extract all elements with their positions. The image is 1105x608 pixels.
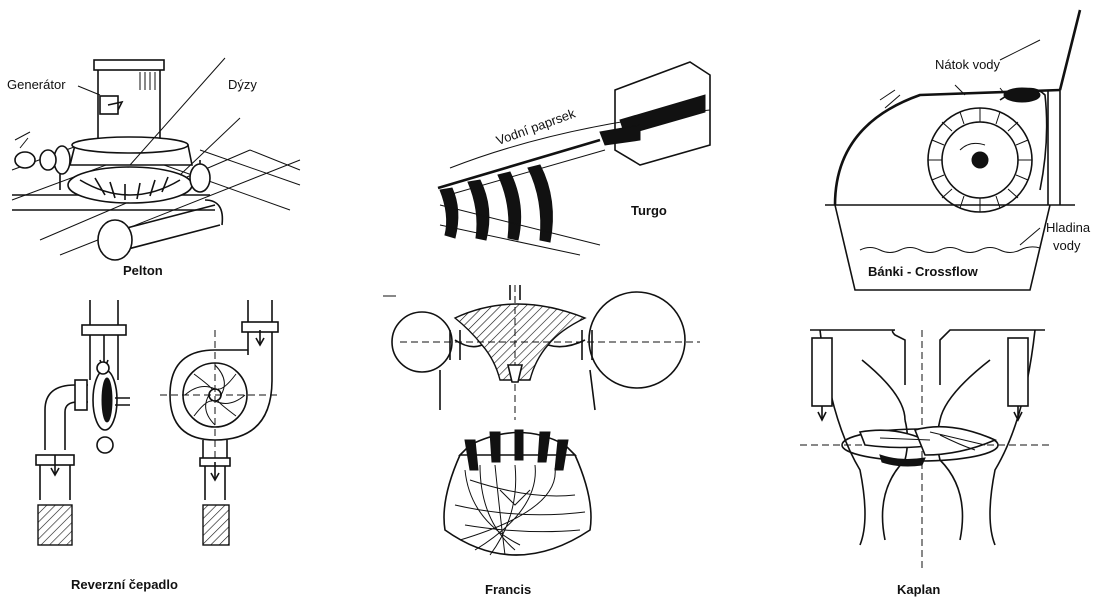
francis-label: Francis xyxy=(485,582,531,597)
banki-crossflow-drawing xyxy=(825,10,1080,290)
water-level-label-line2: vody xyxy=(1053,238,1080,253)
pelton-label: Pelton xyxy=(123,263,163,278)
banki-crossflow-label: Bánki - Crossflow xyxy=(868,264,978,279)
water-level-label-line1: Hladina xyxy=(1046,220,1090,235)
kaplan-turbine-drawing xyxy=(800,330,1050,570)
water-inflow-label: Nátok vody xyxy=(935,57,1000,72)
nozzles-label: Dýzy xyxy=(228,77,257,92)
kaplan-label: Kaplan xyxy=(897,582,940,597)
turgo-label: Turgo xyxy=(631,203,667,218)
turgo-turbine-drawing xyxy=(438,62,710,255)
francis-turbine-drawing xyxy=(383,285,700,555)
generator-label: Generátor xyxy=(7,77,66,92)
reverse-pump-drawing xyxy=(36,300,280,545)
reverse-pump-label: Reverzní čepadlo xyxy=(71,577,178,592)
